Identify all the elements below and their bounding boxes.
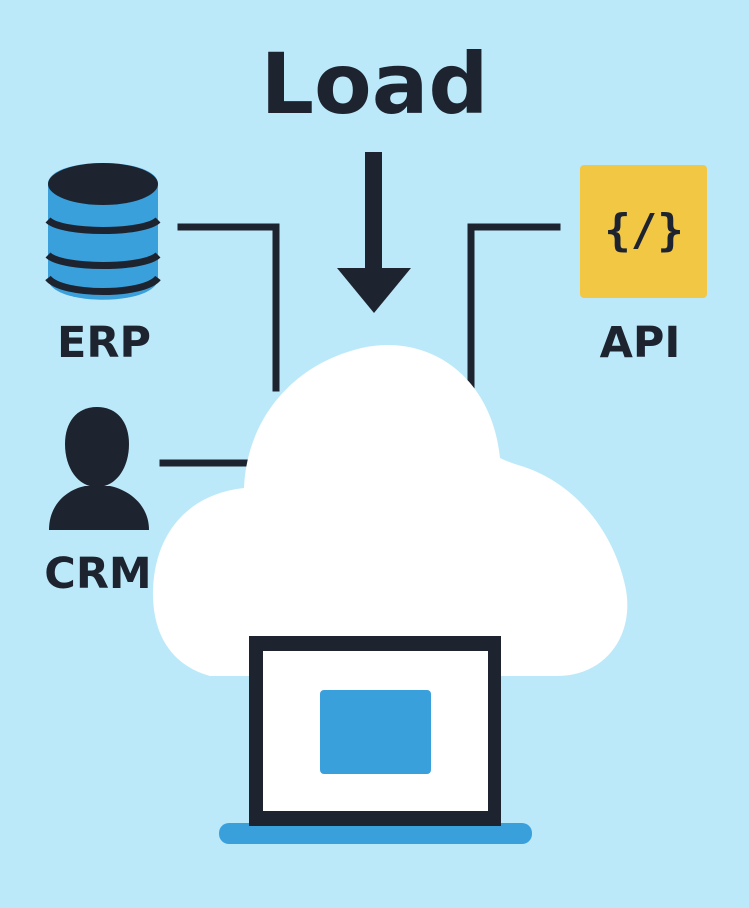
api-code-glyph: {/} <box>604 205 684 256</box>
load-arrow-shaft <box>365 152 382 278</box>
database-icon <box>45 163 161 300</box>
laptop-icon <box>219 636 532 844</box>
erp-label: ERP <box>57 318 151 368</box>
api-connector <box>467 223 561 392</box>
load-arrow-head <box>337 268 411 313</box>
cloud-icon <box>152 345 628 676</box>
diagram-title: Load <box>260 35 489 133</box>
user-icon <box>49 407 149 530</box>
api-label: API <box>599 318 681 368</box>
code-brackets-icon <box>580 165 707 298</box>
load-arrow <box>337 152 411 313</box>
erp-connector <box>177 223 280 392</box>
connector-lines <box>159 223 561 467</box>
crm-label: CRM <box>44 549 152 599</box>
